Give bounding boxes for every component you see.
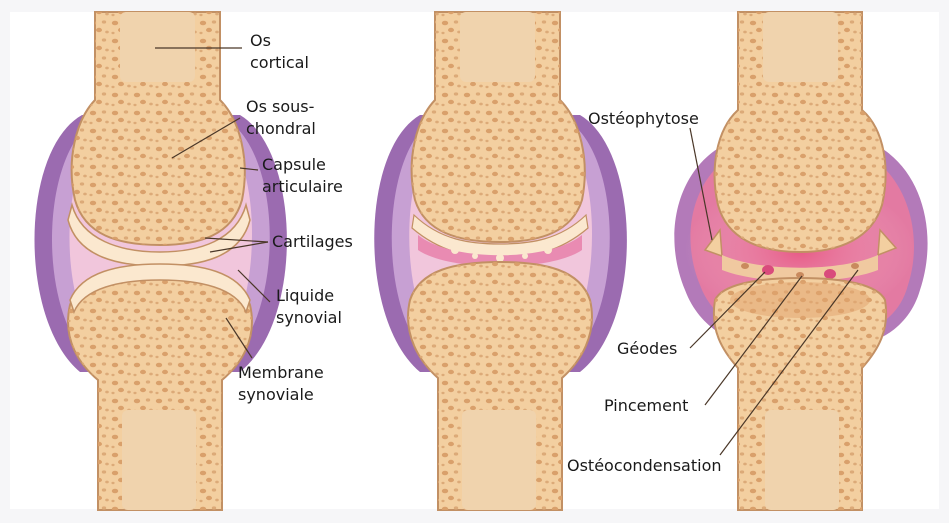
label-membrane-synoviale: Membrane synoviale bbox=[238, 362, 324, 406]
label-cartilages: Cartilages bbox=[272, 231, 353, 253]
label-osteocondensation: Ostéocondensation bbox=[567, 455, 722, 477]
label-os-cortical: Os cortical bbox=[250, 30, 309, 74]
label-liquide-synovial: Liquide synovial bbox=[276, 285, 342, 329]
label-osteophytose: Ostéophytose bbox=[588, 108, 699, 130]
label-geodes: Géodes bbox=[617, 338, 677, 360]
geode-2 bbox=[824, 269, 836, 279]
label-pincement: Pincement bbox=[604, 395, 688, 417]
label-os-sous-chondral: Os sous- chondral bbox=[246, 96, 316, 140]
osteocondensation-zone bbox=[730, 282, 870, 318]
lower-medullary-canal bbox=[122, 410, 196, 510]
upper-medullary-canal bbox=[120, 12, 195, 82]
label-capsule-articulaire: Capsule articulaire bbox=[262, 154, 343, 198]
